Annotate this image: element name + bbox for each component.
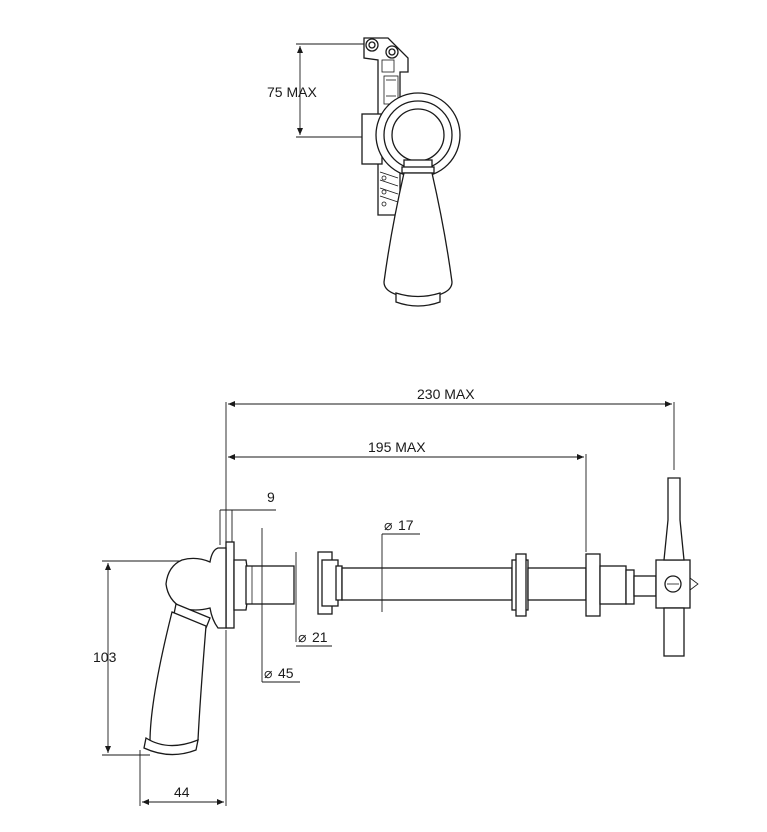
wall-rose: [375, 92, 461, 178]
lever-handle: [383, 172, 453, 307]
dimension-body-diameter: ⌀ 21: [296, 629, 332, 647]
diameter-symbol-body: ⌀: [298, 629, 306, 645]
dimension-stem-diameter: ⌀ 17: [381, 517, 420, 612]
dimension-height: 75 MAX: [267, 43, 364, 138]
side-view: 230 MAX 195 MAX 9: [93, 386, 699, 806]
locking-nut-outer: [511, 553, 529, 617]
diameter-symbol-flange: ⌀: [264, 665, 272, 681]
front-view: 75 MAX: [267, 37, 461, 307]
dimension-flange-diameter: ⌀ 45: [262, 665, 300, 683]
label-height-max: 75 MAX: [267, 84, 317, 100]
locking-nut-inner: [317, 551, 343, 615]
dimension-lever-height: 103: [93, 560, 180, 756]
label-body-diameter: 21: [312, 629, 328, 645]
label-overall-max: 230 MAX: [417, 386, 475, 402]
spindle-stem-rear: [527, 567, 587, 601]
spindle-stem: [341, 567, 513, 601]
label-depth-max: 195 MAX: [368, 439, 426, 455]
dimension-flange-thickness: 9: [219, 489, 276, 545]
lever-collar: [401, 159, 435, 174]
label-stem-diameter: 17: [398, 517, 414, 533]
dimension-overall: 230 MAX: [225, 386, 675, 548]
label-lever-offset: 44: [174, 784, 190, 800]
rear-backplate: [585, 553, 635, 617]
dimension-lever-offset: 44: [139, 630, 227, 806]
label-lever-height: 103: [93, 649, 117, 665]
dimension-depth: 195 MAX: [228, 439, 587, 552]
diameter-symbol-stem: ⌀: [384, 517, 392, 533]
rear-connector: [633, 477, 699, 657]
wall-flange: [225, 541, 295, 629]
label-flange-diameter: 45: [278, 665, 294, 681]
label-flange-thickness: 9: [267, 489, 275, 505]
lever-handle-side: [143, 547, 227, 756]
